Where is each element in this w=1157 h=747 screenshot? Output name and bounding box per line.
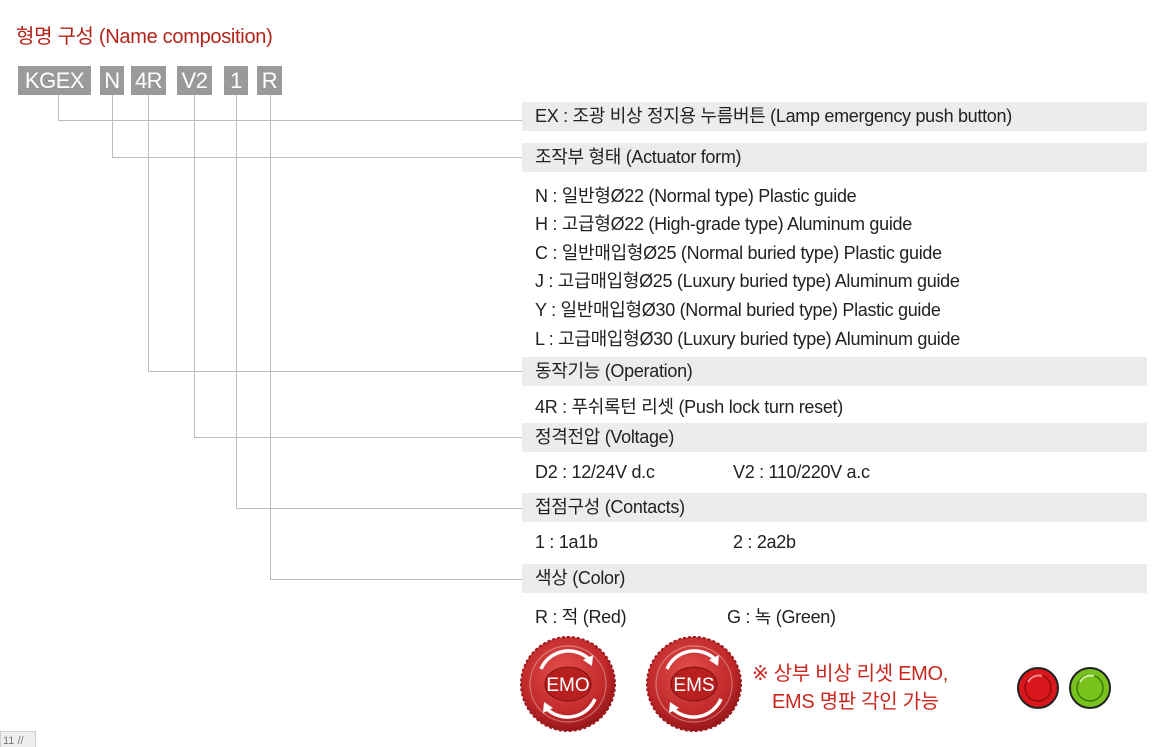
connector-line — [148, 371, 522, 372]
code-segment-contacts: 1 — [224, 66, 248, 95]
code-segment-actuator: N — [100, 66, 124, 95]
color-option: G : 녹 (Green) — [727, 607, 836, 627]
connector-line — [270, 579, 522, 580]
connector-line — [194, 95, 195, 438]
page-number-tab: 11 // — [0, 731, 36, 747]
actuator-option: J : 고급매입형Ø25 (Luxury buried type) Alumin… — [535, 271, 960, 291]
voltage-option: D2 : 12/24V d.c — [535, 462, 655, 482]
actuator-option: Y : 일반매입형Ø30 (Normal buried type) Plasti… — [535, 300, 941, 320]
connector-line — [58, 95, 59, 121]
connector-line — [58, 120, 522, 121]
engraving-note: ※ 상부 비상 리셋 EMO, EMS 명판 각인 가능 — [752, 660, 948, 716]
contacts-option: 2 : 2a2b — [733, 532, 796, 552]
connector-line — [148, 95, 149, 372]
operation-option: 4R : 푸쉬록턴 리셋 (Push lock turn reset) — [535, 397, 843, 417]
contacts-option: 1 : 1a1b — [535, 532, 598, 552]
color-option: R : 적 (Red) — [535, 607, 627, 627]
actuator-option: C : 일반매입형Ø25 (Normal buried type) Plasti… — [535, 243, 942, 263]
connector-line — [112, 95, 113, 158]
code-segment-color: R — [257, 66, 282, 95]
actuator-option: L : 고급매입형Ø30 (Luxury buried type) Alumin… — [535, 329, 960, 349]
note-line: EMS 명판 각인 가능 — [772, 691, 939, 713]
red-lamp-icon — [1017, 667, 1059, 709]
ems-label: EMS — [673, 675, 714, 696]
voltage-option: V2 : 110/220V a.c — [733, 462, 870, 482]
actuator-option: N : 일반형Ø22 (Normal type) Plastic guide — [535, 186, 857, 206]
note-line: ※ 상부 비상 리셋 EMO, — [752, 663, 948, 685]
section-actuator: 조작부 형태 (Actuator form) — [522, 143, 1147, 172]
connector-line — [236, 508, 522, 509]
code-segment-voltage: V2 — [177, 66, 212, 95]
section-color: 색상 (Color) — [522, 564, 1147, 593]
connector-line — [112, 157, 522, 158]
emo-label: EMO — [546, 675, 589, 696]
code-segment-series: KGEX — [18, 66, 91, 95]
code-segment-operation: 4R — [131, 66, 166, 95]
connector-line — [270, 95, 271, 580]
page-title: 형명 구성 (Name composition) — [16, 26, 273, 48]
section-voltage: 정격전압 (Voltage) — [522, 423, 1147, 452]
connector-line — [194, 437, 522, 438]
section-series: EX : 조광 비상 정지용 누름버튼 (Lamp emergency push… — [522, 102, 1147, 131]
actuator-option: H : 고급형Ø22 (High-grade type) Aluminum gu… — [535, 214, 912, 234]
ems-nameplate-icon: EMS — [646, 636, 742, 732]
connector-line — [236, 95, 237, 509]
green-lamp-icon — [1069, 667, 1111, 709]
emo-nameplate-icon: EMO — [520, 636, 616, 732]
section-contacts: 접점구성 (Contacts) — [522, 493, 1147, 522]
section-operation: 동작기능 (Operation) — [522, 357, 1147, 386]
